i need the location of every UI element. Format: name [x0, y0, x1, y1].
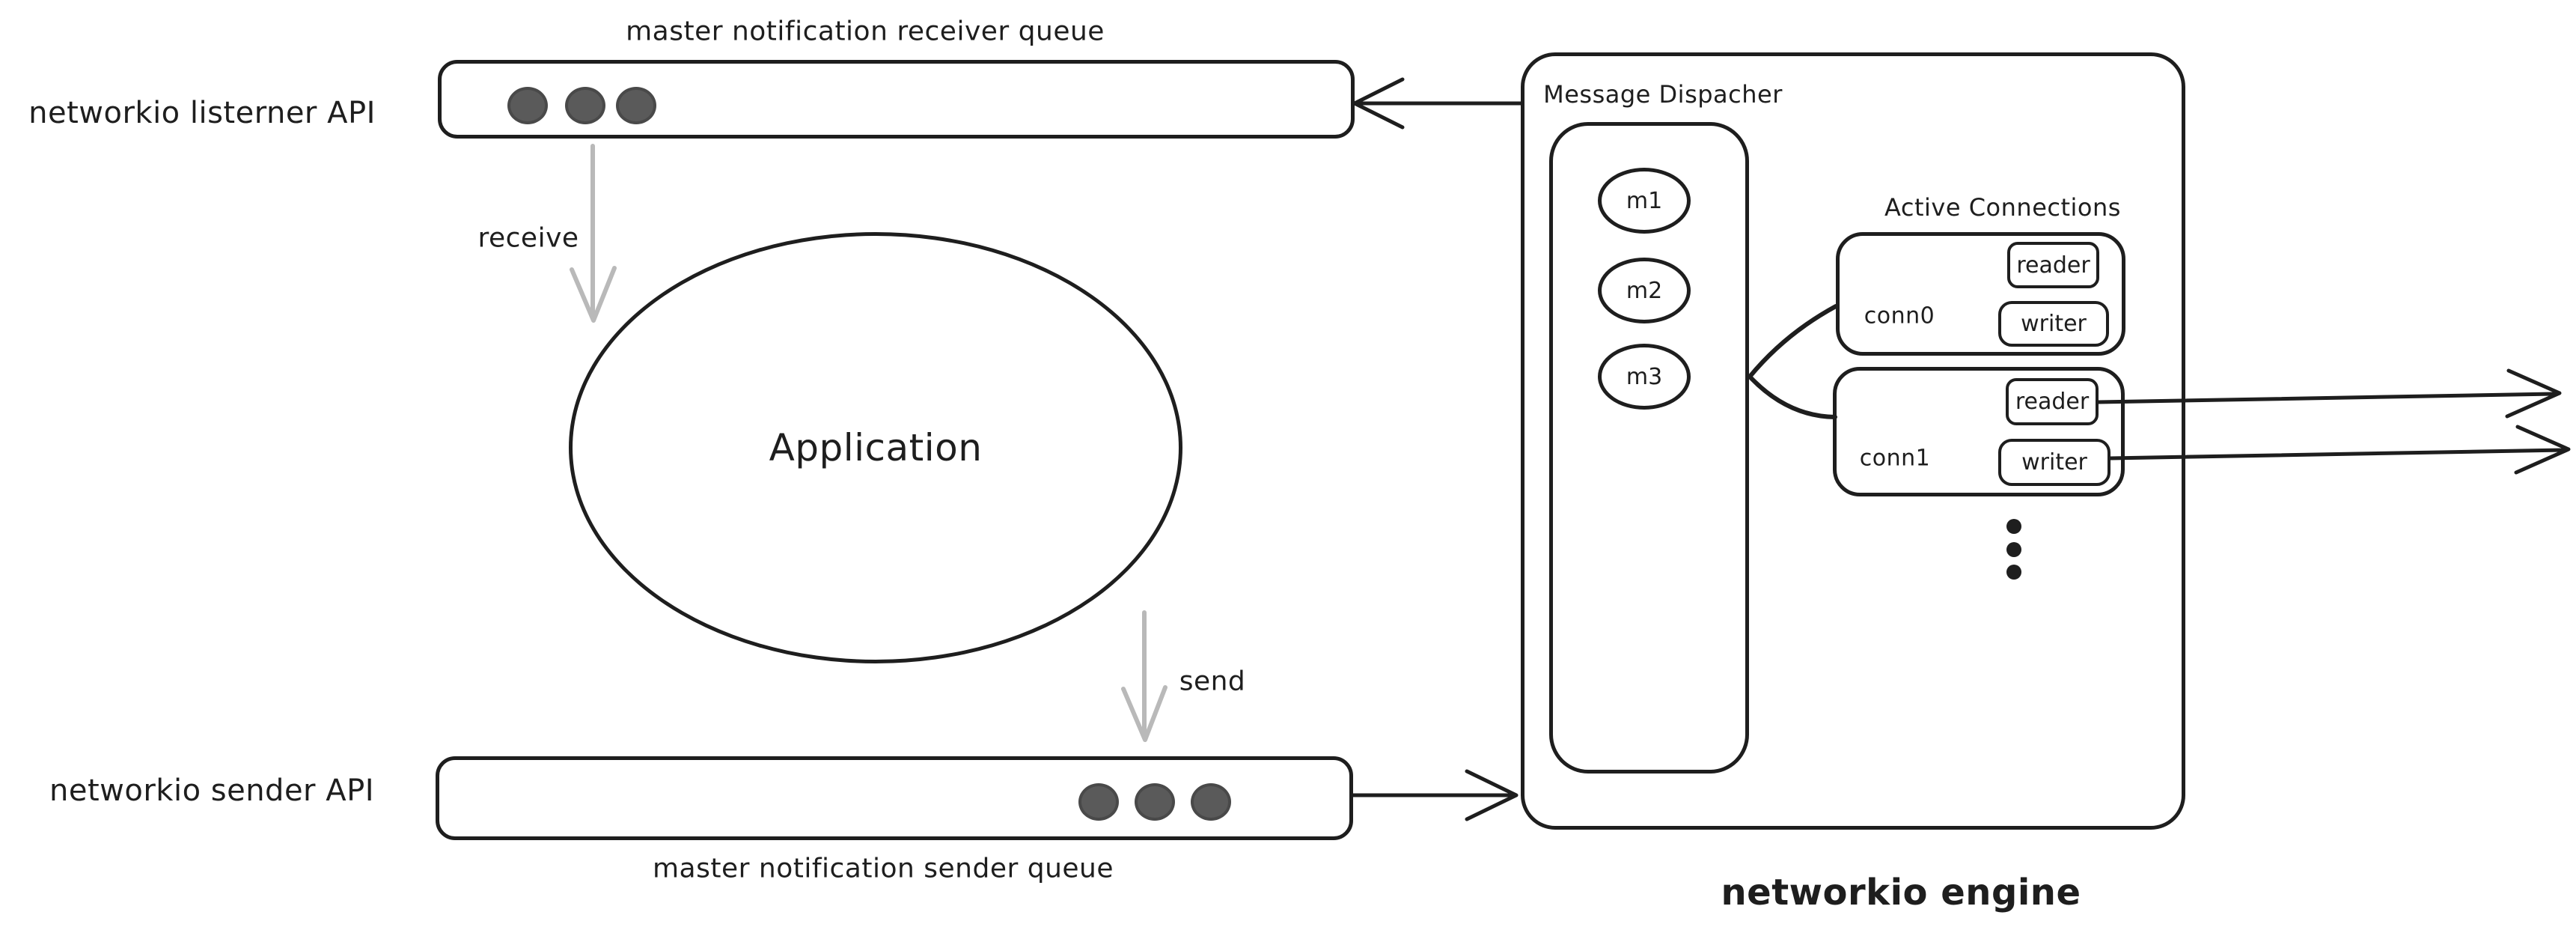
application-label: Application: [769, 426, 983, 469]
sender-api-label: networkio sender API: [49, 774, 374, 808]
conn0-writer-chip: writer: [1998, 301, 2109, 347]
message-dispatcher-label: Message Dispacher: [1543, 80, 1783, 109]
queue-item-dot: [616, 87, 656, 124]
sender-to-engine-arrow: [1351, 769, 1519, 821]
conn0-reader-label: reader: [2016, 252, 2090, 279]
send-label: send: [1179, 666, 1246, 697]
sender-queue-caption: master notification sender queue: [652, 853, 1114, 884]
more-connections-dot: [2006, 565, 2021, 580]
message-m2-label: m2: [1626, 277, 1663, 304]
queue-item-dot: [1191, 783, 1231, 821]
application-node: Application: [569, 232, 1182, 663]
more-connections-dot: [2006, 542, 2021, 557]
conn0-label: conn0: [1864, 303, 1935, 329]
listener-api-label: networkio listerner API: [28, 96, 376, 130]
engine-title: networkio engine: [1721, 872, 2081, 914]
message-node-m3: m3: [1598, 344, 1691, 410]
active-connections-label: Active Connections: [1884, 193, 2121, 222]
queue-item-dot: [565, 87, 605, 124]
conn1-writer-chip: writer: [1998, 439, 2110, 486]
queue-item-dot: [1135, 783, 1175, 821]
conn1-label: conn1: [1859, 445, 1931, 472]
message-m1-label: m1: [1626, 187, 1663, 214]
conn0-box: [1836, 232, 2125, 356]
receiver-queue-box: [438, 60, 1355, 139]
queue-item-dot: [507, 87, 548, 124]
engine-to-receiver-arrow: [1352, 77, 1523, 130]
message-node-m2: m2: [1598, 258, 1691, 323]
more-connections-dot: [2006, 519, 2021, 534]
send-arrow: [1121, 610, 1168, 742]
message-node-m1: m1: [1598, 168, 1691, 234]
conn0-writer-label: writer: [2021, 311, 2087, 337]
message-dispatcher-box: [1549, 122, 1749, 774]
sender-queue-box: [436, 756, 1353, 840]
conn1-reader-label: reader: [2015, 389, 2090, 415]
receiver-queue-caption: master notification receiver queue: [626, 16, 1105, 47]
conn1-reader-chip: reader: [2006, 378, 2099, 425]
receive-label: receive: [477, 222, 579, 254]
queue-item-dot: [1078, 783, 1119, 821]
message-m3-label: m3: [1626, 363, 1663, 390]
conn0-reader-chip: reader: [2007, 242, 2099, 288]
conn1-writer-label: writer: [2021, 449, 2087, 475]
